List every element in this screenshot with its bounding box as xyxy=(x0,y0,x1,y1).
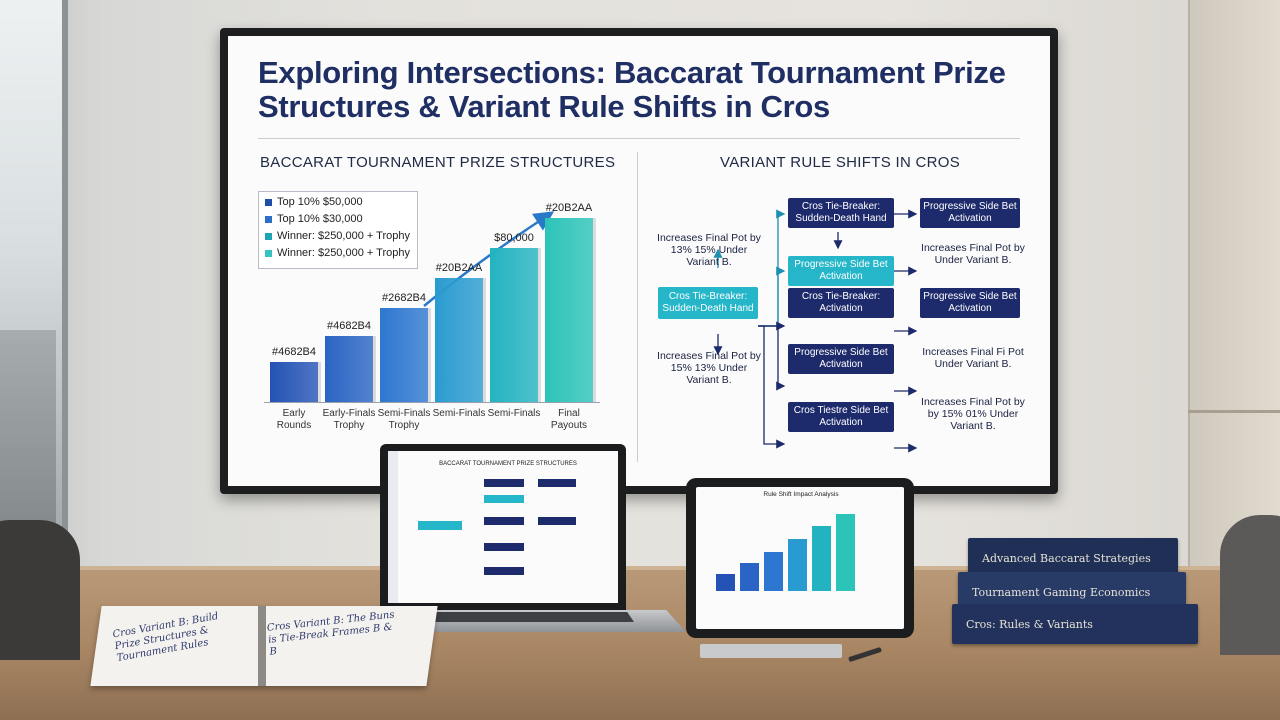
flow-node-col2-1: Progressive Side Bet Activation xyxy=(920,198,1020,228)
legend-item: Top 10% $50,000 xyxy=(265,195,363,210)
flow-node-col1-3: Cros Tie-Breaker: Activation xyxy=(788,288,894,318)
legend-swatch xyxy=(265,198,272,206)
bar-category-label: Semi-Finals xyxy=(432,408,486,419)
tablet-bar xyxy=(812,526,831,591)
notebook-spine xyxy=(258,606,266,686)
desk-edge xyxy=(0,566,1280,570)
wall-cabinet xyxy=(1188,0,1280,590)
flow-note-col2-4: Increases Final Fi Pot Under Variant B. xyxy=(922,346,1024,370)
chart-legend: Top 10% $50,000 Top 10% $30,000 Winner: … xyxy=(258,191,418,269)
chart-bar xyxy=(325,336,373,402)
laptop-node xyxy=(484,517,524,525)
laptop-keyboard xyxy=(408,612,634,622)
chair-right xyxy=(1220,515,1280,655)
right-section-heading: VARIANT RULE SHIFTS IN CROS xyxy=(720,154,961,171)
desk-pad xyxy=(700,644,842,658)
chart-bar xyxy=(490,248,538,402)
laptop-node xyxy=(418,521,462,530)
book-bottom: Cros: Rules & Variants xyxy=(952,604,1198,644)
flow-node-col2-3: Progressive Side Bet Activation xyxy=(920,288,1020,318)
flow-node-col1-5: Cros Tiestre Side Bet Activation xyxy=(788,402,894,432)
flow-note-col2-5: Increases Final Pot by by 15% 01% Under … xyxy=(921,396,1025,432)
laptop-node xyxy=(484,495,524,503)
legend-item: Winner: $250,000 + Trophy xyxy=(265,229,410,244)
bar-value-label: #20B2AA xyxy=(545,202,593,214)
bar-category-label: Early-Finals Trophy xyxy=(322,408,376,431)
flow-note-col2-2: Increases Final Pot by Under Variant B. xyxy=(921,242,1025,266)
section-divider xyxy=(637,152,638,462)
laptop-screen: BACCARAT TOURNAMENT PRIZE STRUCTURES xyxy=(388,451,618,603)
flow-connectors xyxy=(713,209,918,453)
flow-node-col1-1: Cros Tie-Breaker: Sudden-Death Hand xyxy=(788,198,894,228)
bar-category-label: Semi-Finals Trophy xyxy=(377,408,431,431)
laptop-node xyxy=(484,567,524,575)
flow-node-col1-4: Progressive Side Bet Activation xyxy=(788,344,894,374)
chart-bar xyxy=(380,308,428,402)
cabinet-seam xyxy=(1188,410,1280,413)
tablet-bar xyxy=(740,563,759,591)
bar-value-label: #20B2AA xyxy=(435,262,483,274)
book-title: Tournament Gaming Economics xyxy=(972,585,1151,599)
flow-node-col1-2: Progressive Side Bet Activation xyxy=(788,256,894,286)
bar-value-label: #4682B4 xyxy=(271,346,317,358)
bar-value-label: $80,000 xyxy=(494,232,534,244)
chart-baseline xyxy=(264,402,600,403)
book-title: Advanced Baccarat Strategies xyxy=(982,551,1151,565)
left-section-heading: BACCARAT TOURNAMENT PRIZE STRUCTURES xyxy=(260,154,616,171)
book-top: Advanced Baccarat Strategies xyxy=(968,538,1178,578)
tablet-bar xyxy=(836,513,855,591)
bar-category-label: Final Payouts xyxy=(550,408,588,431)
book-title: Cros: Rules & Variants xyxy=(966,617,1093,631)
legend-swatch xyxy=(265,249,272,257)
bar-category-label: Semi-Finals xyxy=(487,408,541,419)
legend-label: Winner: $250,000 + Trophy xyxy=(277,230,410,242)
tablet-bar xyxy=(788,538,807,591)
title-divider xyxy=(258,138,1020,139)
tablet-bar xyxy=(764,551,783,591)
chart-bar xyxy=(435,278,483,402)
laptop-sidebar xyxy=(388,451,398,603)
legend-item: Winner: $250,000 + Trophy xyxy=(265,246,410,261)
chart-bar xyxy=(270,362,318,402)
legend-swatch xyxy=(265,215,272,223)
bar-category-label: Early Rounds xyxy=(276,408,312,431)
flow-note-bottom: Increases Final Pot by 15% 13% Under Var… xyxy=(657,350,761,386)
legend-label: Top 10% $50,000 xyxy=(277,196,363,208)
slide-title: Exploring Intersections: Baccarat Tourna… xyxy=(258,55,1006,124)
bar-value-label: #2682B4 xyxy=(381,292,427,304)
tablet-screen: Rule Shift Impact Analysis xyxy=(696,487,904,629)
legend-item: Top 10% $30,000 xyxy=(265,212,363,227)
flow-entry-node: Cros Tie-Breaker: Sudden-Death Hand xyxy=(658,287,758,319)
legend-swatch xyxy=(265,232,272,240)
tablet-bar xyxy=(716,574,735,591)
tv-screen: Exploring Intersections: Baccarat Tourna… xyxy=(228,36,1050,486)
legend-label: Top 10% $30,000 xyxy=(277,213,363,225)
laptop-node xyxy=(484,543,524,551)
laptop-node xyxy=(538,517,576,525)
tablet-heading: Rule Shift Impact Analysis xyxy=(763,491,839,498)
flow-note-top: Increases Final Pot by 13% 15% Under Var… xyxy=(657,232,761,268)
laptop-node xyxy=(484,479,524,487)
legend-label: Winner: $250,000 + Trophy xyxy=(277,247,410,259)
chair-left xyxy=(0,520,80,660)
chart-bar xyxy=(545,218,593,402)
laptop-node xyxy=(538,479,576,487)
bar-value-label: #4682B4 xyxy=(326,320,372,332)
laptop-heading: BACCARAT TOURNAMENT PRIZE STRUCTURES xyxy=(439,461,577,467)
